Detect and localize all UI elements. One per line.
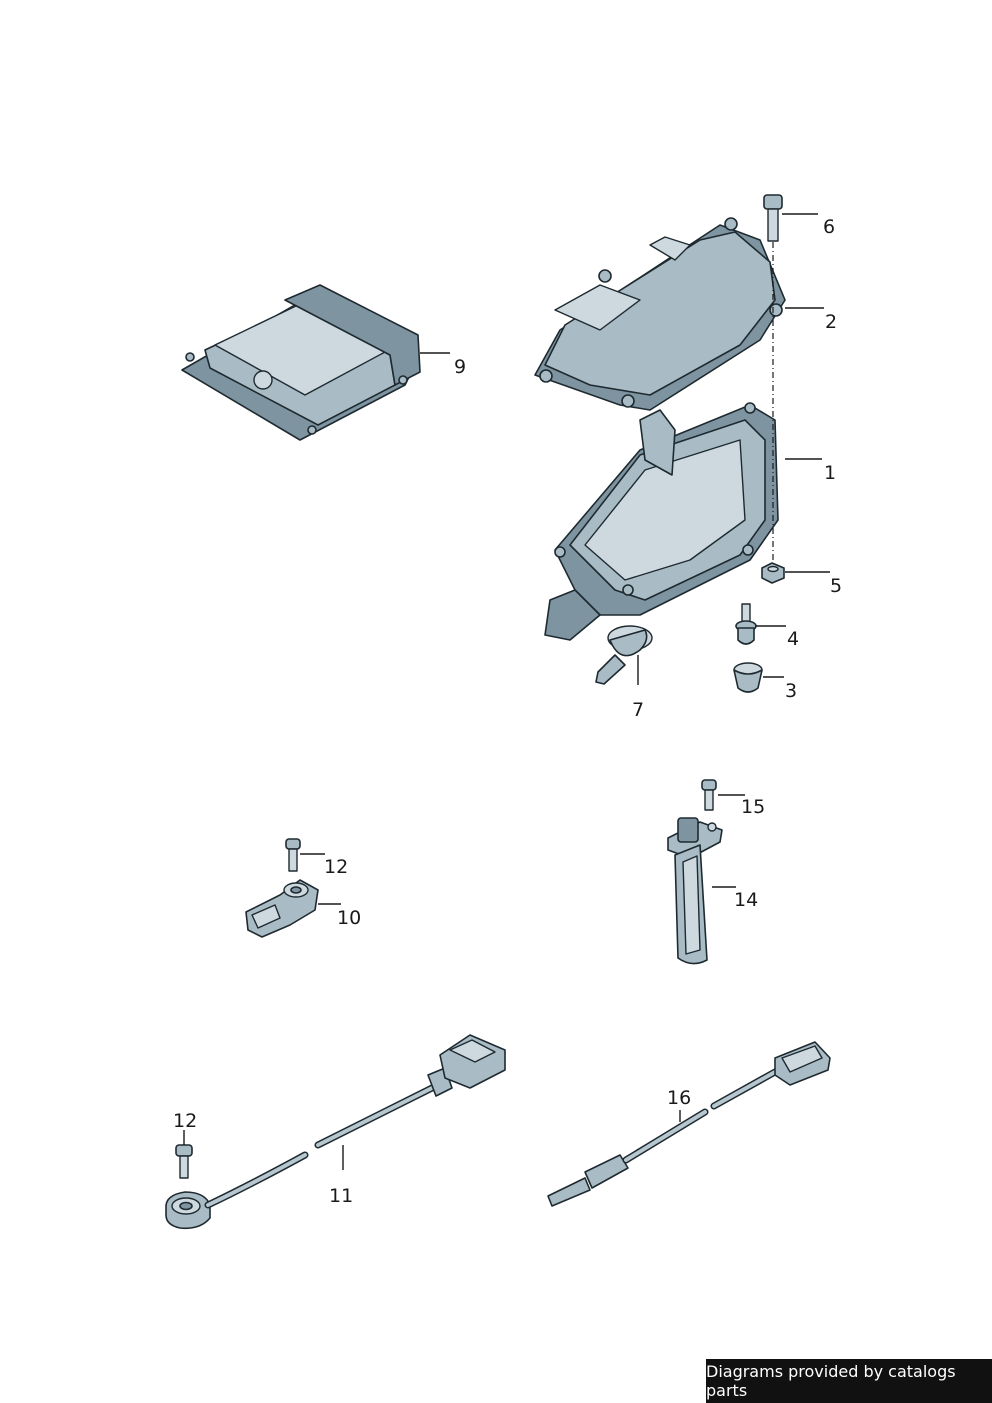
callout-11: 11 xyxy=(329,1185,354,1207)
callout-9: 9 xyxy=(454,356,467,378)
callout-4: 4 xyxy=(787,628,800,650)
grommet-7[interactable] xyxy=(595,625,653,685)
nut-5[interactable] xyxy=(761,562,785,584)
callout-15: 15 xyxy=(741,796,766,818)
callout-16: 16 xyxy=(667,1087,692,1109)
callout-10: 10 xyxy=(337,907,362,929)
sensor-14[interactable] xyxy=(667,817,723,965)
cover-2[interactable] xyxy=(534,217,786,411)
attribution-footer: Diagrams provided by catalogs parts xyxy=(706,1359,992,1403)
knock-sensor-10[interactable] xyxy=(245,879,319,938)
callout-6: 6 xyxy=(823,216,836,238)
callout-5: 5 xyxy=(830,575,843,597)
callout-3: 3 xyxy=(785,680,798,702)
stud-4[interactable] xyxy=(735,603,757,645)
callout-1: 1 xyxy=(824,462,837,484)
leader-lines xyxy=(183,213,830,1170)
oxygen-sensor-16[interactable] xyxy=(547,1041,831,1207)
control-unit-9[interactable] xyxy=(181,284,421,441)
screw-15[interactable] xyxy=(701,779,717,811)
callout-7: 7 xyxy=(632,699,645,721)
bolt-6[interactable] xyxy=(763,194,783,242)
screw-12-cable-sensor[interactable] xyxy=(175,1144,193,1179)
housing-1[interactable] xyxy=(544,402,779,641)
callout-14: 14 xyxy=(734,889,759,911)
knock-sensor-cable-11[interactable] xyxy=(165,1034,506,1230)
callout-12-bottom: 12 xyxy=(173,1110,198,1132)
callout-2: 2 xyxy=(825,311,838,333)
screw-12-knock-sensor[interactable] xyxy=(285,838,301,872)
callout-12-top: 12 xyxy=(324,856,349,878)
buffer-3[interactable] xyxy=(733,662,763,693)
